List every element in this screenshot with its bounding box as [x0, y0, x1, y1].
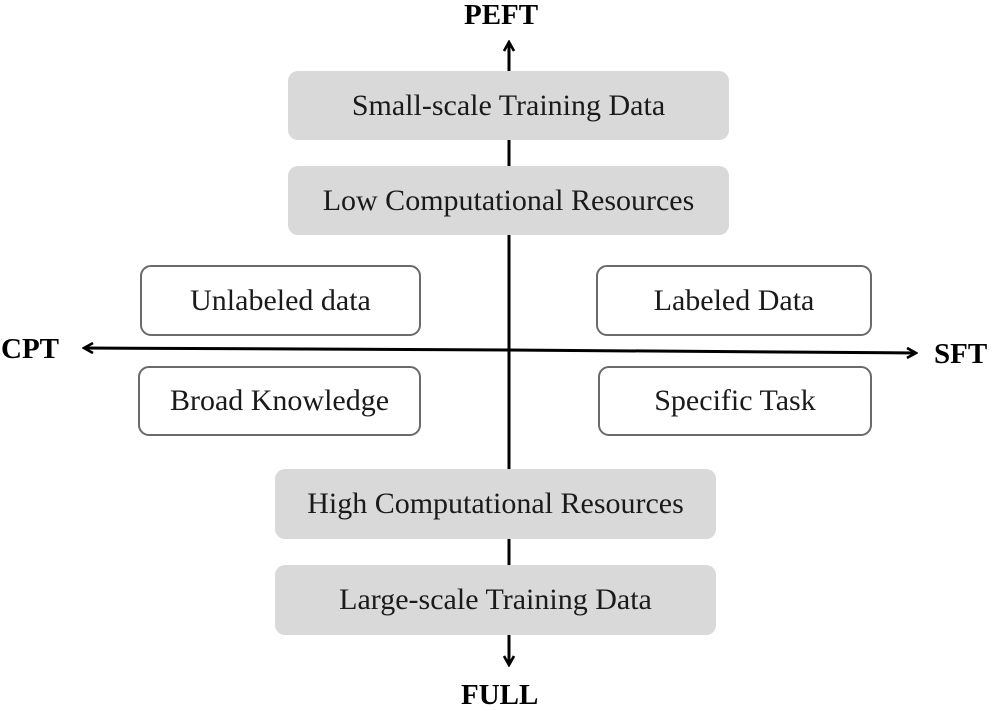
axis-label-cpt: CPT	[1, 333, 59, 365]
labeled-data-box: Labeled Data	[596, 265, 872, 336]
small-scale-training-data-box: Small-scale Training Data	[288, 71, 729, 140]
high-computational-resources-box: High Computational Resources	[275, 469, 716, 539]
broad-knowledge-box: Broad Knowledge	[138, 366, 421, 436]
horizontal-axis-left-arrow	[84, 348, 511, 350]
horizontal-axis-right-arrow	[507, 350, 916, 353]
axis-label-peft: PEFT	[464, 0, 539, 31]
axis-label-full: FULL	[461, 679, 539, 711]
large-scale-training-data-box: Large-scale Training Data	[275, 565, 716, 635]
specific-task-box: Specific Task	[598, 366, 872, 436]
low-computational-resources-box: Low Computational Resources	[288, 166, 729, 235]
unlabeled-data-box: Unlabeled data	[140, 265, 421, 336]
axis-label-sft: SFT	[934, 338, 988, 370]
